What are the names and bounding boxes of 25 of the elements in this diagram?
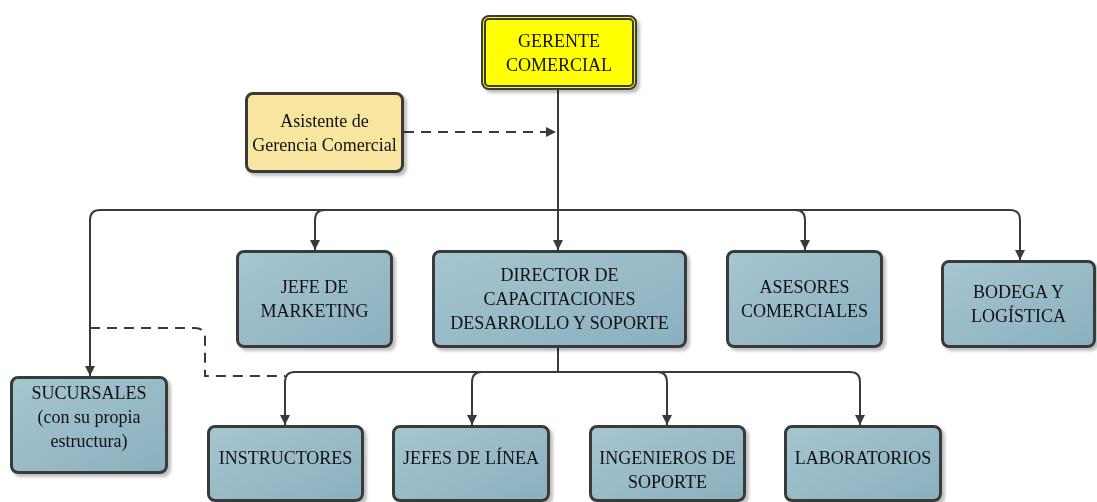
dashed-connector xyxy=(403,127,557,137)
connector-arrow xyxy=(557,347,865,426)
unit-box xyxy=(589,425,746,502)
unit-box xyxy=(784,425,942,502)
node-label: Asistente de Gerencia Comercial xyxy=(252,109,397,157)
node-label: BODEGA Y LOGÍSTICA xyxy=(970,281,1067,328)
node-label: JEFE DE MARKETING xyxy=(259,276,370,323)
node-label: ASESORES COMERCIALES xyxy=(740,276,869,323)
node-label: DIRECTOR DE CAPACITACIONES DESARROLLO Y SOPORTE xyxy=(449,264,670,335)
node-label: SUCURSALES (con su propia estructura) xyxy=(30,382,148,453)
node-label: LABORATORIOS xyxy=(794,447,932,470)
node-label: GERENTE COMERCIAL xyxy=(505,29,613,77)
unit-box xyxy=(392,425,550,502)
node-label: INSTRUCTORES xyxy=(218,447,353,470)
dashed-connector xyxy=(89,327,286,377)
unit-box xyxy=(10,376,168,474)
unit-box xyxy=(941,260,1096,348)
assistant-box xyxy=(245,92,404,173)
node-label: INGENIEROS DE SOPORTE xyxy=(598,447,737,494)
unit-box xyxy=(432,250,687,348)
unit-box xyxy=(726,250,883,348)
unit-box xyxy=(236,250,393,348)
node-label: JEFES DE LÍNEA xyxy=(403,446,539,470)
head-box xyxy=(481,15,637,90)
unit-box xyxy=(207,425,364,502)
